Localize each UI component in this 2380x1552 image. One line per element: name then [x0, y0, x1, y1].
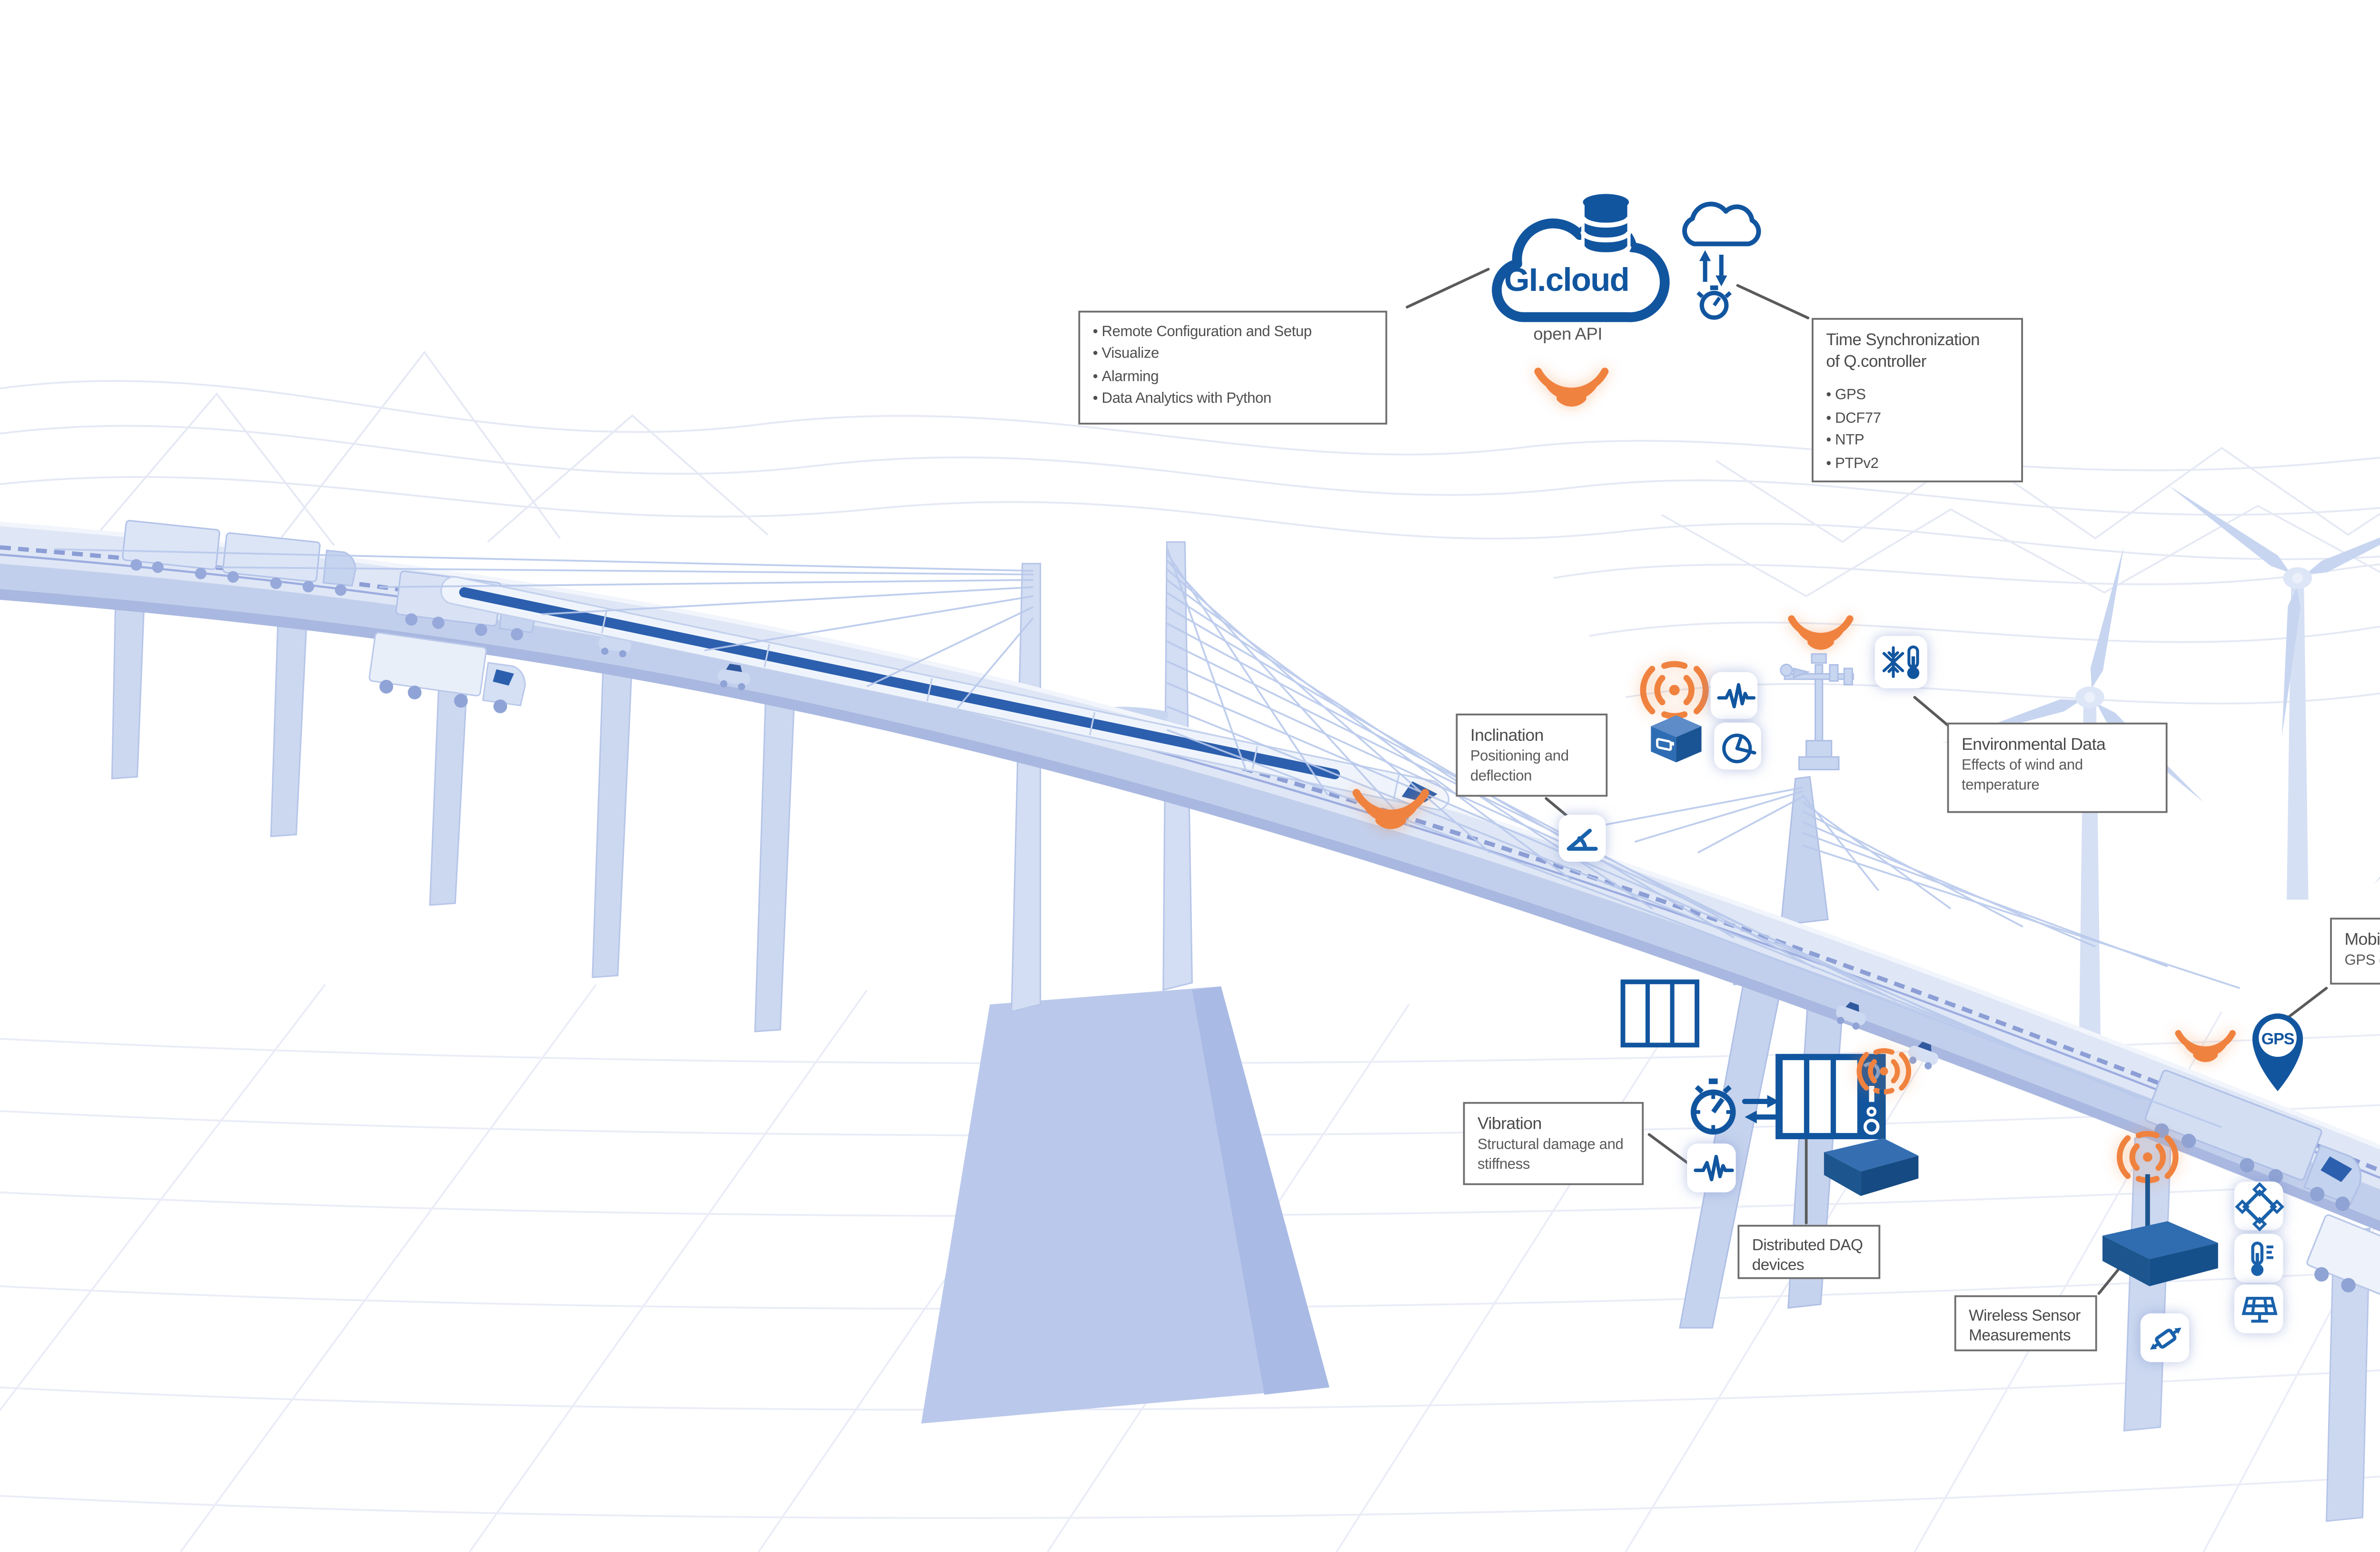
displacement-icon: [2149, 1326, 2181, 1349]
time-sync-icon: [1682, 201, 1761, 320]
distributed-daq-box: Distributed DAQ devices: [1737, 1224, 1881, 1279]
stopwatch-icon: [1696, 285, 1732, 320]
high-speed-train: [440, 576, 1450, 811]
wireless-sensor-box: Wireless Sensor Measurements: [1954, 1295, 2097, 1352]
weather-station: [1780, 653, 1854, 771]
battery-logger-device: [1651, 715, 1702, 763]
pulse-icon: [1716, 682, 1755, 707]
strain-gauge-icon: [2234, 1181, 2283, 1231]
vibration-box: Vibration Structural damage and stiffnes…: [1463, 1102, 1644, 1185]
temperature-card: [2234, 1234, 2283, 1283]
vibration-title: Vibration: [1478, 1113, 1542, 1133]
strain-rosette-card: [2234, 1181, 2283, 1231]
environmental-subtitle: Effects of wind and temperature: [1961, 757, 2083, 794]
time-sync-item: NTP: [1826, 430, 2008, 453]
main-pylon: [921, 541, 1329, 1424]
vehicles-right: [1836, 1002, 2380, 1318]
time-sync-title2: of Q.controller: [1826, 352, 1926, 371]
daq-controller-device: [1775, 1054, 1886, 1139]
inclination-subtitle: Positioning and deflection: [1470, 748, 1569, 785]
sync-arrows-icon: [1699, 250, 1727, 287]
vibration-icon-card: [1710, 672, 1758, 719]
mini-cloud-icon: [1682, 201, 1761, 247]
mobile-daq-subtitle: GPS data: [2344, 952, 2380, 969]
solar-panel-card: [2234, 1284, 2283, 1333]
feature-item: Visualize: [1093, 344, 1373, 367]
solar-panel-icon: [2241, 1296, 2277, 1322]
ground-grid: [0, 984, 2380, 1552]
mobile-daq-title: Mobile DAQ: [2344, 928, 2380, 949]
wireless-sensor-device: [2102, 1174, 2218, 1286]
stopwatch-icon: [1690, 1078, 1736, 1135]
battery-icon: [1656, 738, 1674, 751]
inclination-box: Inclination Positioning and deflection: [1456, 713, 1608, 797]
wireless-gateway-device: [1824, 1089, 1919, 1196]
environmental-box: Environmental Data Effects of wind and t…: [1947, 722, 2168, 813]
time-sync-item: DCF77: [1826, 408, 2008, 430]
wifi-icon: [2175, 1030, 2236, 1062]
inclination-title: Inclination: [1470, 724, 1544, 745]
radio-signal-icon: [1640, 661, 1709, 719]
time-sync-item: PTPv2: [1826, 453, 2008, 475]
time-sync-title: Time Synchronization: [1826, 330, 1980, 349]
environmental-title: Environmental Data: [1961, 733, 2106, 754]
bridge-piers: [111, 593, 2371, 1522]
wind-turbine: [2168, 485, 2380, 900]
inclination-gauge-card: [1714, 722, 1761, 770]
inclination-icon-card: [1558, 815, 1606, 862]
gi-cloud-icon: GI.cloud: [1492, 192, 1670, 322]
vibration-icon-card: [1687, 1144, 1736, 1193]
strain-icon-card: [2140, 1313, 2190, 1363]
wifi-icon: [1788, 615, 1854, 650]
open-api-label: open API: [1533, 325, 1603, 345]
cloud-title: GI.cloud: [1504, 261, 1629, 298]
radio-signal-icon: [1856, 1048, 1912, 1094]
daq-module-rack: [1620, 979, 1699, 1048]
gps-pin-icon: GPS: [2252, 1013, 2303, 1091]
vibration-subtitle: Structural damage and stiffness: [1478, 1136, 1624, 1173]
time-sync-item: GPS: [1826, 385, 2008, 408]
gps-truck: [2144, 1069, 2362, 1211]
snowflake-thermometer-icon: [1881, 645, 1919, 679]
angle-icon: [1567, 828, 1598, 851]
cloud-features-box: Remote Configuration and Setup Visualize…: [1078, 310, 1388, 425]
cloud-features-list: Remote Configuration and Setup Visualize…: [1093, 321, 1373, 411]
wireless-sensor-title: Wireless Sensor Measurements: [1969, 1306, 2081, 1345]
environment-icon-card: [1874, 636, 1927, 688]
feature-item: Remote Configuration and Setup: [1093, 321, 1373, 344]
radio-signal-icon: [2117, 1131, 2179, 1184]
distributed-daq-title: Distributed DAQ devices: [1752, 1235, 1863, 1274]
database-icon: [1580, 192, 1632, 258]
feature-item: Alarming: [1093, 367, 1373, 389]
pulse-icon: [1693, 1154, 1733, 1181]
gauge-icon: [1721, 733, 1755, 763]
mobile-daq-box: Mobile DAQ GPS data: [2330, 917, 2380, 985]
time-sync-list: GPS DCF77 NTP PTPv2: [1826, 385, 2008, 475]
gps-pin-label: GPS: [2261, 1030, 2294, 1048]
time-sync-box: Time Synchronization of Q.controller GPS…: [1812, 318, 2023, 483]
thermometer-icon: [2250, 1241, 2273, 1275]
wifi-icon: [1352, 789, 1429, 829]
feature-item: Data Analytics with Python: [1093, 389, 1373, 411]
wifi-icon: [1534, 368, 1609, 407]
data-exchange-arrows-icon: [1742, 1095, 1782, 1124]
